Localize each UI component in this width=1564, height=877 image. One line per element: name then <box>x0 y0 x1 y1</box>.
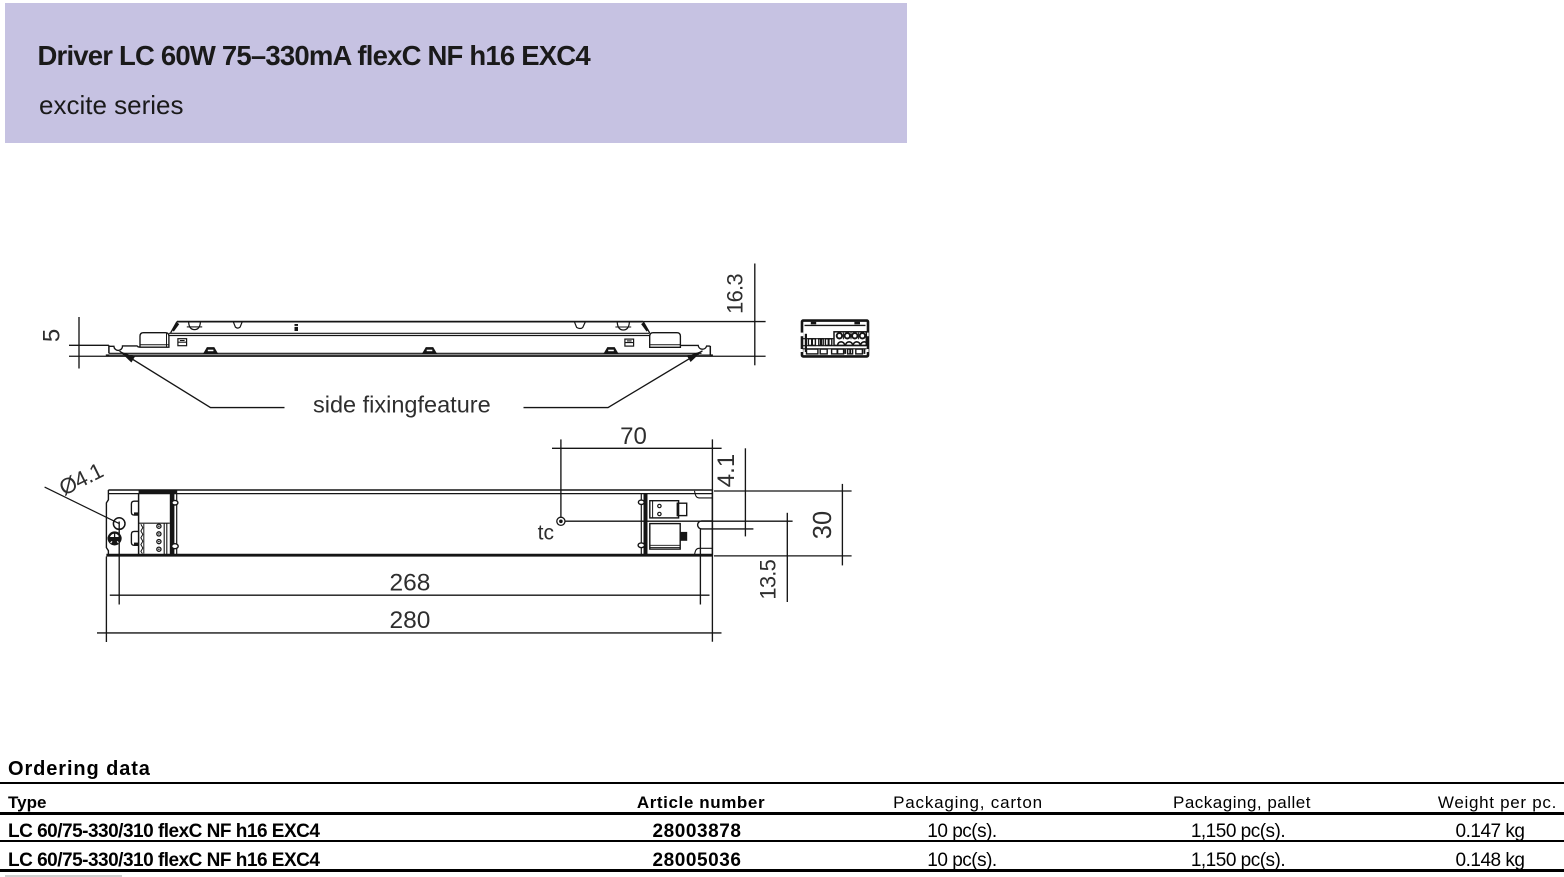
svg-text:268: 268 <box>390 569 431 596</box>
svg-text:side fixingfeature: side fixingfeature <box>313 392 491 418</box>
svg-text:280: 280 <box>390 607 431 634</box>
svg-text:Ø4.1: Ø4.1 <box>55 458 107 501</box>
svg-text:5: 5 <box>39 329 66 342</box>
svg-text:30: 30 <box>809 511 837 539</box>
svg-text:13.5: 13.5 <box>756 559 781 599</box>
svg-text:16.3: 16.3 <box>723 274 748 314</box>
svg-text:70: 70 <box>620 423 647 450</box>
svg-text:4.1: 4.1 <box>713 454 740 487</box>
svg-text:tc: tc <box>538 522 554 545</box>
